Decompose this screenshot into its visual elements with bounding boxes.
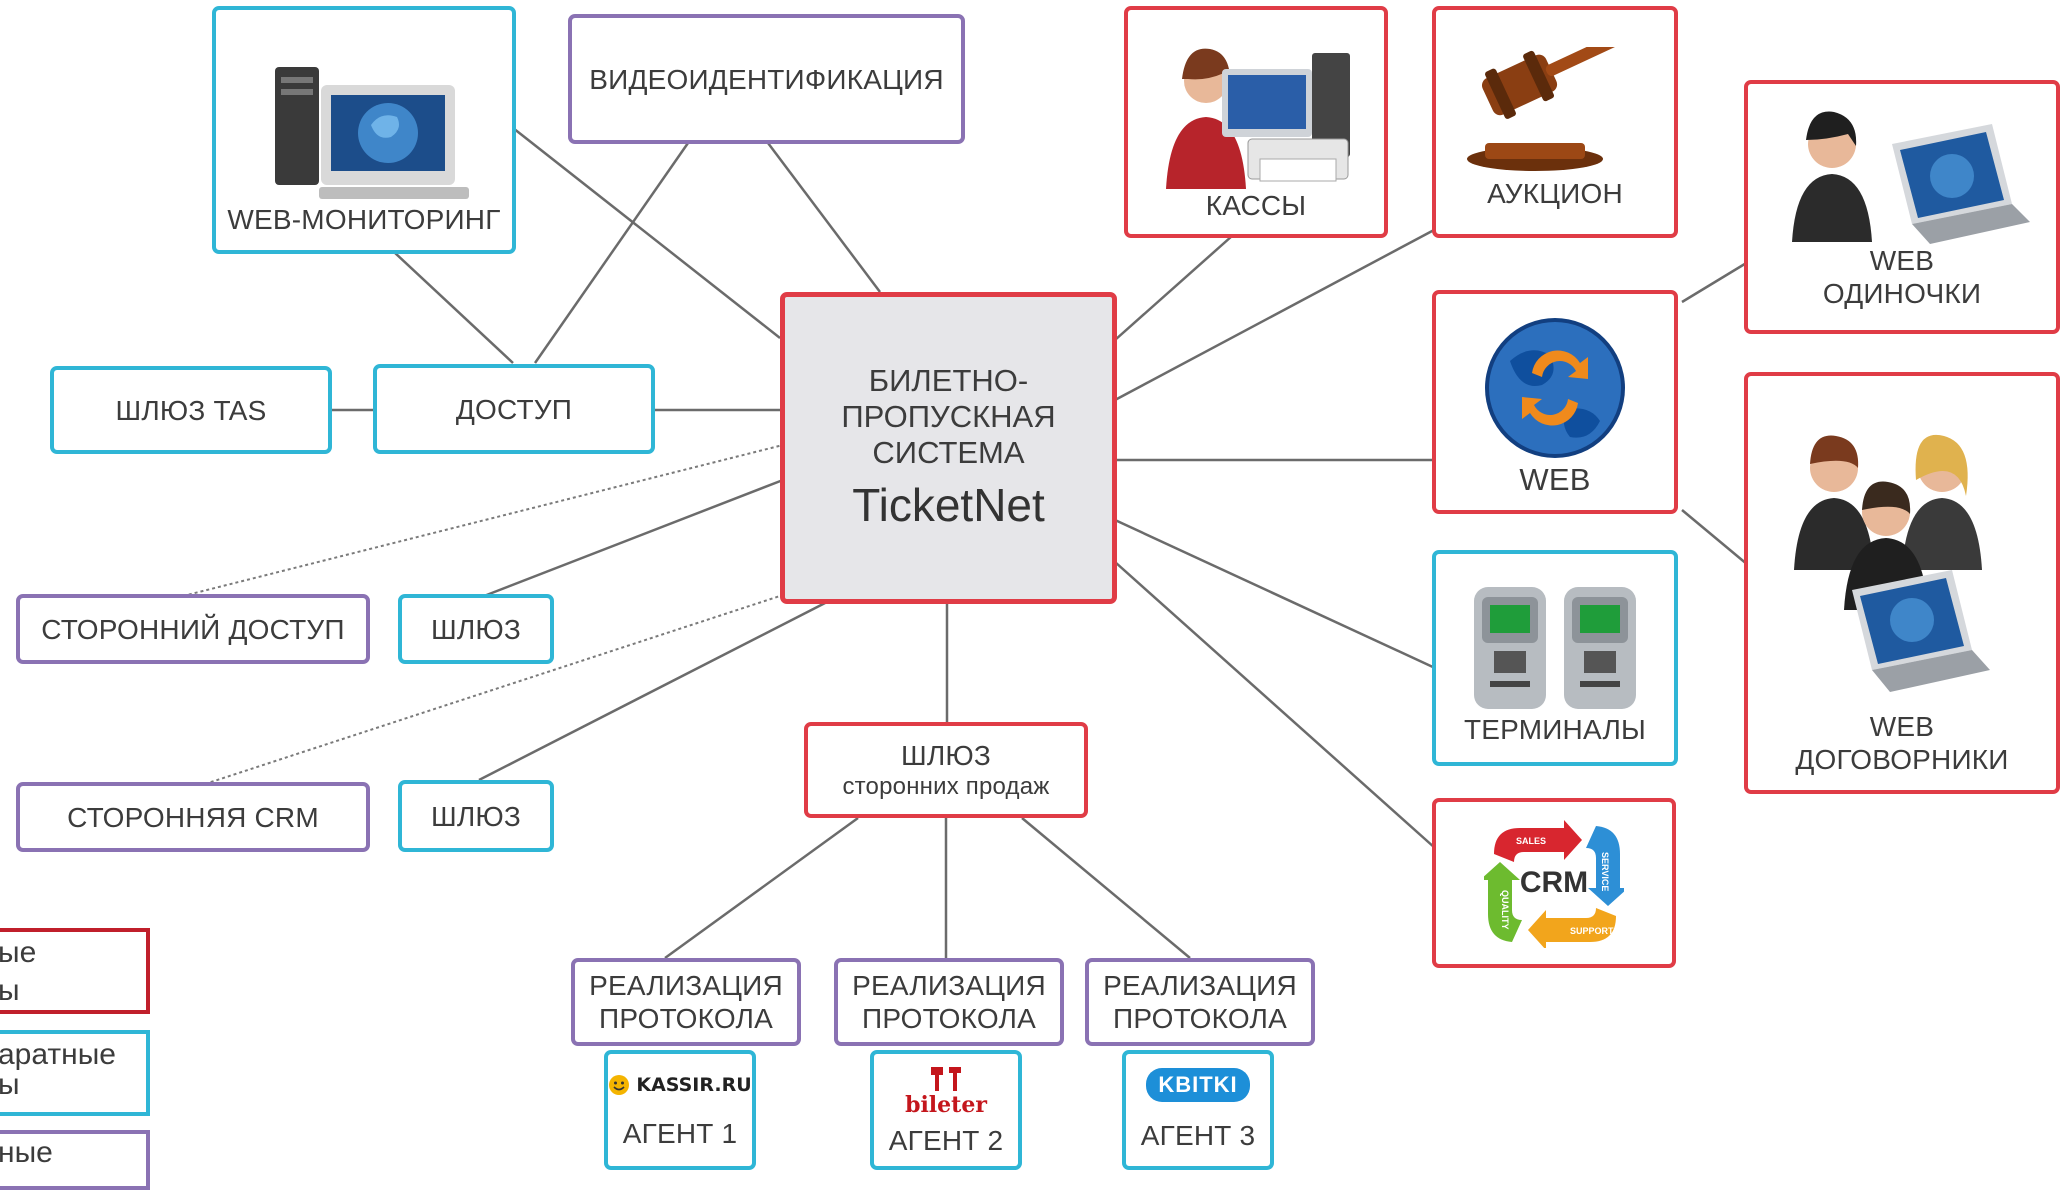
crm-logo-text: CRM (1520, 866, 1588, 899)
ticketnet-core-node: БИЛЕТНО- ПРОПУСКНАЯ СИСТЕМА TicketNet (780, 292, 1117, 604)
auction-node: АУКЦИОН (1432, 6, 1678, 238)
auction-label: АУКЦИОН (1487, 178, 1623, 209)
agent-2-logo: bileter (905, 1092, 987, 1119)
gateway-2-label: ШЛЮЗ (430, 800, 522, 832)
video-identification-node: ВИДЕОИДЕНТИФИКАЦИЯ (568, 14, 965, 144)
protocol-impl-1-label-2: ПРОТОКОЛА (599, 1003, 773, 1034)
legend-software-line1: ые (0, 936, 37, 969)
kassy-label: КАССЫ (1205, 190, 1307, 221)
kassy-node: КАССЫ (1124, 6, 1388, 238)
legend-hardware: аратные ы (0, 1030, 150, 1116)
third-party-crm-label: СТОРОННЯЯ CRM (67, 801, 319, 833)
gateway-tas-node: ШЛЮЗ TAS (50, 366, 332, 454)
third-party-access-label: СТОРОННИЙ ДОСТУП (41, 613, 345, 645)
legend-software-line2: ы (0, 974, 20, 1007)
agent-1-label: АГЕНТ 1 (622, 1117, 738, 1149)
crm-node: CRM SALES SUPPORT SERVICE QUALITY (1432, 798, 1676, 968)
sales-gateway-label-2: сторонних продаж (842, 772, 1050, 800)
web-single-label-1: WEB (1869, 245, 1935, 276)
web-node: WEB (1432, 290, 1678, 514)
connector-lines (182, 127, 1749, 960)
gateway-1-node: ШЛЮЗ (398, 594, 554, 664)
web-single-label-2: ОДИНОЧКИ (1822, 278, 1982, 309)
terminals-label: ТЕРМИНАЛЫ (1463, 714, 1647, 745)
agent-2-node: bileter АГЕНТ 2 (870, 1050, 1022, 1170)
web-contract-label-2: ДОГОВОРНИКИ (1795, 744, 2009, 775)
team-icon (1794, 434, 1990, 692)
protocol-impl-2-label-1: РЕАЛИЗАЦИЯ (852, 970, 1046, 1001)
crm-service-text: SERVICE (1600, 852, 1610, 891)
access-node: ДОСТУП (373, 364, 655, 454)
web-contract-label-1: WEB (1869, 711, 1935, 742)
third-party-access-node: СТОРОННИЙ ДОСТУП (16, 594, 370, 664)
web-label: WEB (1519, 462, 1591, 497)
legend-software: ые ы (0, 928, 150, 1014)
core-title-line3: СИСТЕМА (872, 435, 1025, 470)
crm-cycle-icon: CRM SALES SUPPORT SERVICE QUALITY (1484, 820, 1624, 948)
sales-gateway-node: ШЛЮЗ сторонних продаж (804, 722, 1088, 818)
web-monitoring-label: WEB-МОНИТОРИНГ (227, 204, 501, 235)
crm-sales-text: SALES (1516, 836, 1546, 846)
core-brand: TicketNet (852, 479, 1045, 531)
protocol-impl-2-node: РЕАЛИЗАЦИЯ ПРОТОКОЛА (834, 958, 1064, 1046)
web-monitoring-node: WEB-МОНИТОРИНГ (212, 6, 516, 254)
gateway-2-node: ШЛЮЗ (398, 780, 554, 852)
globe-icon (1485, 318, 1625, 458)
bileter-logo-icon (930, 1067, 961, 1092)
cashier-icon (1166, 48, 1350, 189)
protocol-impl-3-node: РЕАЛИЗАЦИЯ ПРОТОКОЛА (1085, 958, 1315, 1046)
gateway-tas-label: ШЛЮЗ TAS (115, 394, 267, 426)
sales-gateway-label-1: ШЛЮЗ (900, 739, 992, 771)
legend-hardware-line1: аратные (0, 1038, 116, 1071)
terminals-node: ТЕРМИНАЛЫ (1432, 550, 1678, 766)
agent-3-label: АГЕНТ 3 (1140, 1119, 1256, 1151)
agent-1-logo: KASSIR.RU (636, 1074, 752, 1097)
gavel-icon (1467, 47, 1648, 171)
protocol-impl-1-label-1: РЕАЛИЗАЦИЯ (589, 970, 783, 1001)
legend-external: ные (0, 1130, 150, 1190)
web-single-node: WEB ОДИНОЧКИ (1744, 80, 2060, 334)
crm-quality-text: QUALITY (1500, 890, 1510, 930)
agent-1-node: KASSIR.RU АГЕНТ 1 (604, 1050, 756, 1170)
protocol-impl-3-label-2: ПРОТОКОЛА (1113, 1003, 1287, 1034)
protocol-impl-3-label-1: РЕАЛИЗАЦИЯ (1103, 970, 1297, 1001)
agent-2-label: АГЕНТ 2 (888, 1124, 1004, 1156)
agent-3-node: KBITKI АГЕНТ 3 (1122, 1050, 1274, 1170)
video-identification-label: ВИДЕОИДЕНТИФИКАЦИЯ (589, 63, 944, 95)
legend-hardware-line2: ы (0, 1068, 20, 1101)
third-party-crm-node: СТОРОННЯЯ CRM (16, 782, 370, 852)
core-title-line2: ПРОПУСКНАЯ (841, 399, 1056, 434)
protocol-impl-1-node: РЕАЛИЗАЦИЯ ПРОТОКОЛА (571, 958, 801, 1046)
crm-support-text: SUPPORT (1570, 926, 1614, 936)
legend-external-line1: ные (0, 1136, 53, 1169)
terminal-kiosk-icon (1474, 587, 1636, 709)
core-title-line1: БИЛЕТНО- (868, 363, 1029, 398)
gateway-1-label: ШЛЮЗ (430, 613, 522, 645)
desktop-computer-icon (275, 67, 469, 199)
kassir-smiley-icon (609, 1075, 630, 1096)
user-laptop-icon (1792, 111, 2030, 244)
agent-3-logo: KBITKI (1158, 1072, 1238, 1098)
protocol-impl-2-label-2: ПРОТОКОЛА (862, 1003, 1036, 1034)
web-contract-node: WEB ДОГОВОРНИКИ (1744, 372, 2060, 794)
access-label: ДОСТУП (455, 393, 573, 425)
